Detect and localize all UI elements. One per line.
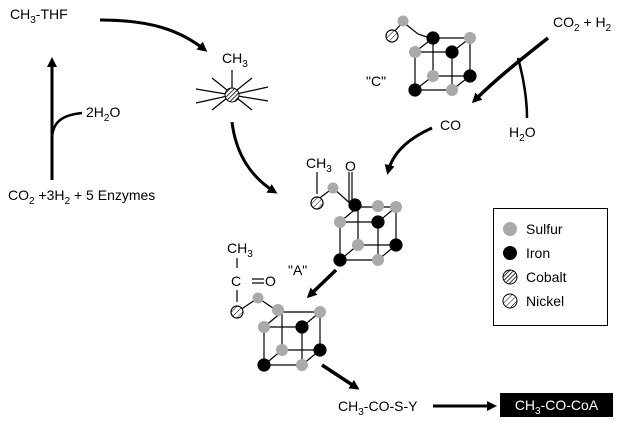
arrow-h2o-branch	[516, 57, 529, 119]
label-acetyl-ch3: CH3	[227, 240, 253, 260]
legend-label: Nickel	[526, 293, 565, 309]
label-co-top: O	[345, 158, 356, 174]
legend-item-sulfur: Sulfur	[502, 219, 563, 239]
label-h2o: H2O	[509, 124, 536, 144]
product-box: CH3-CO-CoA	[500, 393, 613, 417]
cobalt-circle-icon	[502, 269, 518, 285]
arrow-cluster-to-acetyl	[321, 363, 360, 390]
legend: Sulfur Iron Cobalt Nickel	[493, 208, 608, 326]
label-methyl-a: CH3	[306, 155, 332, 175]
label-acetyl-sy: CH3-CO-S-Y	[338, 398, 418, 418]
label-co: CO	[440, 117, 461, 133]
legend-item-cobalt: Cobalt	[502, 267, 566, 287]
methyl-cobalt-center	[195, 70, 269, 111]
arrow-thf-to-cobalt	[99, 18, 208, 52]
label-a-cluster: "A"	[288, 262, 308, 278]
label-acetyl-o: O	[265, 273, 276, 289]
arrows	[47, 18, 550, 411]
arrow-co-to-cluster	[384, 126, 433, 175]
cluster-acetyl	[230, 258, 327, 372]
label-2h2o: 2H2O	[86, 104, 121, 124]
arrow-co2-to-co	[471, 36, 550, 104]
label-enzymes: CO2 +3H2 + 5 Enzymes	[8, 187, 156, 207]
label-ch3-thf: CH3-THF	[10, 6, 68, 26]
label-acetyl-c: C	[231, 273, 242, 289]
label-c-cluster: "C"	[366, 73, 387, 89]
arrow-water-branch	[50, 111, 83, 141]
cluster-a	[310, 172, 403, 267]
sulfur-circle-icon	[503, 222, 517, 236]
arrow-a-to-cluster	[306, 268, 338, 299]
cluster-c	[385, 15, 477, 97]
legend-label: Iron	[526, 245, 551, 261]
legend-item-nickel: Nickel	[502, 291, 564, 311]
label-co2-h2: CO2 + H2	[553, 14, 612, 34]
legend-label: Sulfur	[526, 221, 563, 237]
legend-item-iron: Iron	[502, 243, 550, 263]
label-methyl-cobalt: CH3	[222, 50, 248, 70]
nickel-circle-icon	[502, 293, 518, 309]
legend-label: Cobalt	[526, 269, 567, 285]
arrow-cobalt-to-cluster	[230, 121, 278, 194]
iron-circle-icon	[503, 246, 517, 260]
